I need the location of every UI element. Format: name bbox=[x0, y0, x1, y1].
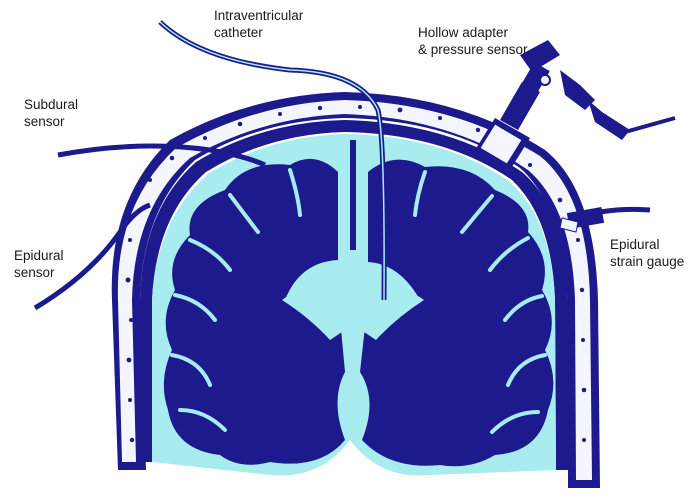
hollow-adapter-label: Hollow adapter & pressure sensor bbox=[418, 24, 528, 58]
intraventricular-catheter-label: Intraventricular catheter bbox=[214, 7, 303, 41]
hollow-adapter-device bbox=[475, 40, 675, 170]
subdural-sensor-label: Subdural sensor bbox=[24, 96, 78, 130]
falx bbox=[350, 140, 356, 250]
epidural-strain-gauge-label: Epidural strain gauge bbox=[610, 236, 684, 270]
epidural-sensor-label: Epidural sensor bbox=[14, 247, 64, 281]
